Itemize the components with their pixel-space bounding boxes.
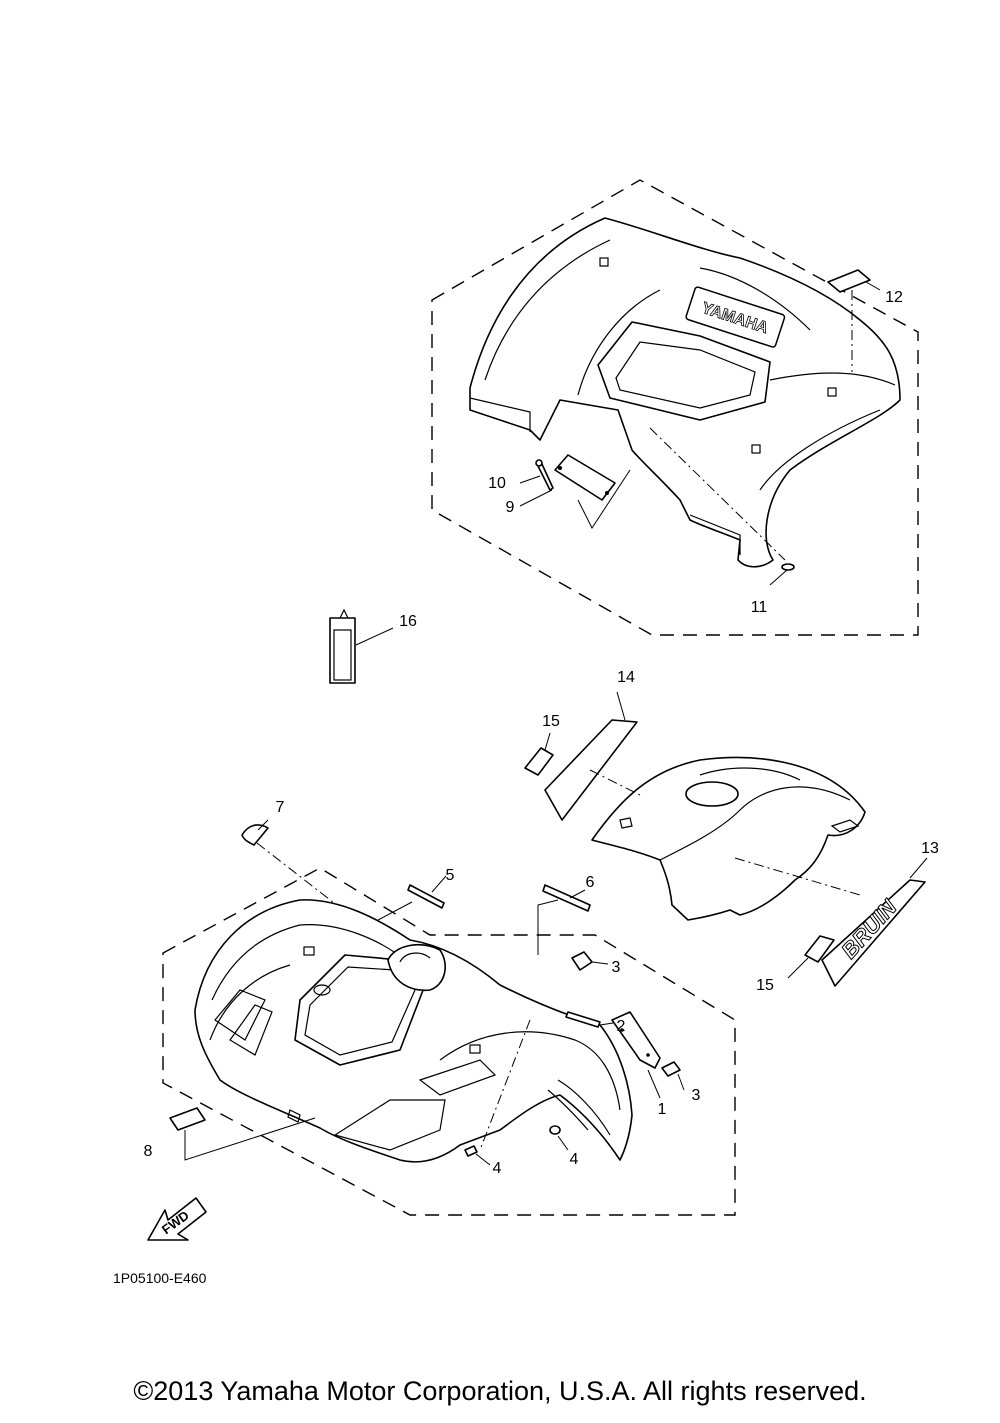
callout-3-lower: 3	[692, 1087, 701, 1104]
clip-part-4-right	[549, 1125, 561, 1135]
lens-part-7	[241, 824, 269, 846]
callout-labels: 1 2 3 3 4 4 5 6 7 8 9 10 11 12 13 14 15 …	[144, 289, 939, 1177]
callout-4-left: 4	[493, 1160, 502, 1177]
tank-cover-fuel-cap-opening	[685, 781, 739, 807]
label-part-8	[169, 1107, 206, 1131]
screw-part-3-lower	[661, 1061, 681, 1077]
front-group-boundary	[162, 867, 736, 1216]
callout-12: 12	[885, 289, 903, 306]
reflector-part-9	[554, 454, 616, 501]
callout-7: 7	[276, 799, 285, 816]
plug-part-11	[781, 563, 795, 571]
copyright-notice: ©2013 Yamaha Motor Corporation, U.S.A. A…	[133, 1376, 867, 1406]
front-fender-window	[294, 954, 426, 1066]
callout-10: 10	[488, 475, 506, 492]
rear-fender-cargo-well	[597, 321, 771, 421]
screw-part-3-upper	[571, 951, 593, 971]
callout-1: 1	[658, 1101, 667, 1118]
grommet-part-2	[565, 1011, 601, 1028]
callout-9: 9	[506, 499, 515, 516]
front-fender-headlight-housing	[387, 944, 446, 991]
warning-label-group	[329, 608, 394, 684]
callout-13: 13	[921, 840, 939, 857]
front-fender-group	[162, 819, 736, 1216]
emblem-part-6	[542, 884, 591, 912]
callout-5: 5	[446, 867, 455, 884]
emblem-part-5	[407, 884, 445, 909]
callout-6: 6	[586, 874, 595, 891]
front-fender	[194, 899, 633, 1163]
forward-direction-arrow: FWD	[147, 1197, 207, 1241]
tank-cover-graphic: BRUIN	[836, 893, 903, 963]
tank-cover-group: BRUIN	[524, 691, 928, 987]
tank-cover	[591, 756, 866, 921]
tank-cover-graphic-text: BRUIN	[836, 894, 902, 963]
callout-3-upper: 3	[612, 959, 621, 976]
callout-14: 14	[617, 669, 635, 686]
emblem-part-15-upper	[524, 747, 554, 776]
callout-15-upper: 15	[542, 713, 560, 730]
callout-11: 11	[751, 599, 768, 616]
callout-2: 2	[617, 1018, 626, 1035]
emblem-part-13	[821, 879, 926, 987]
callout-8: 8	[144, 1143, 153, 1160]
callout-15-lower: 15	[756, 977, 774, 994]
callout-4-right: 4	[570, 1151, 579, 1168]
callout-16: 16	[399, 613, 417, 630]
clip-part-4-left	[464, 1145, 478, 1157]
rear-fender-group: YAMAHA	[431, 179, 919, 636]
label-part-12	[827, 269, 871, 293]
diagram-reference-code: 1P05100-E460	[113, 1270, 207, 1286]
emblem-part-15-lower	[804, 935, 835, 963]
rear-group-boundary	[431, 179, 919, 636]
